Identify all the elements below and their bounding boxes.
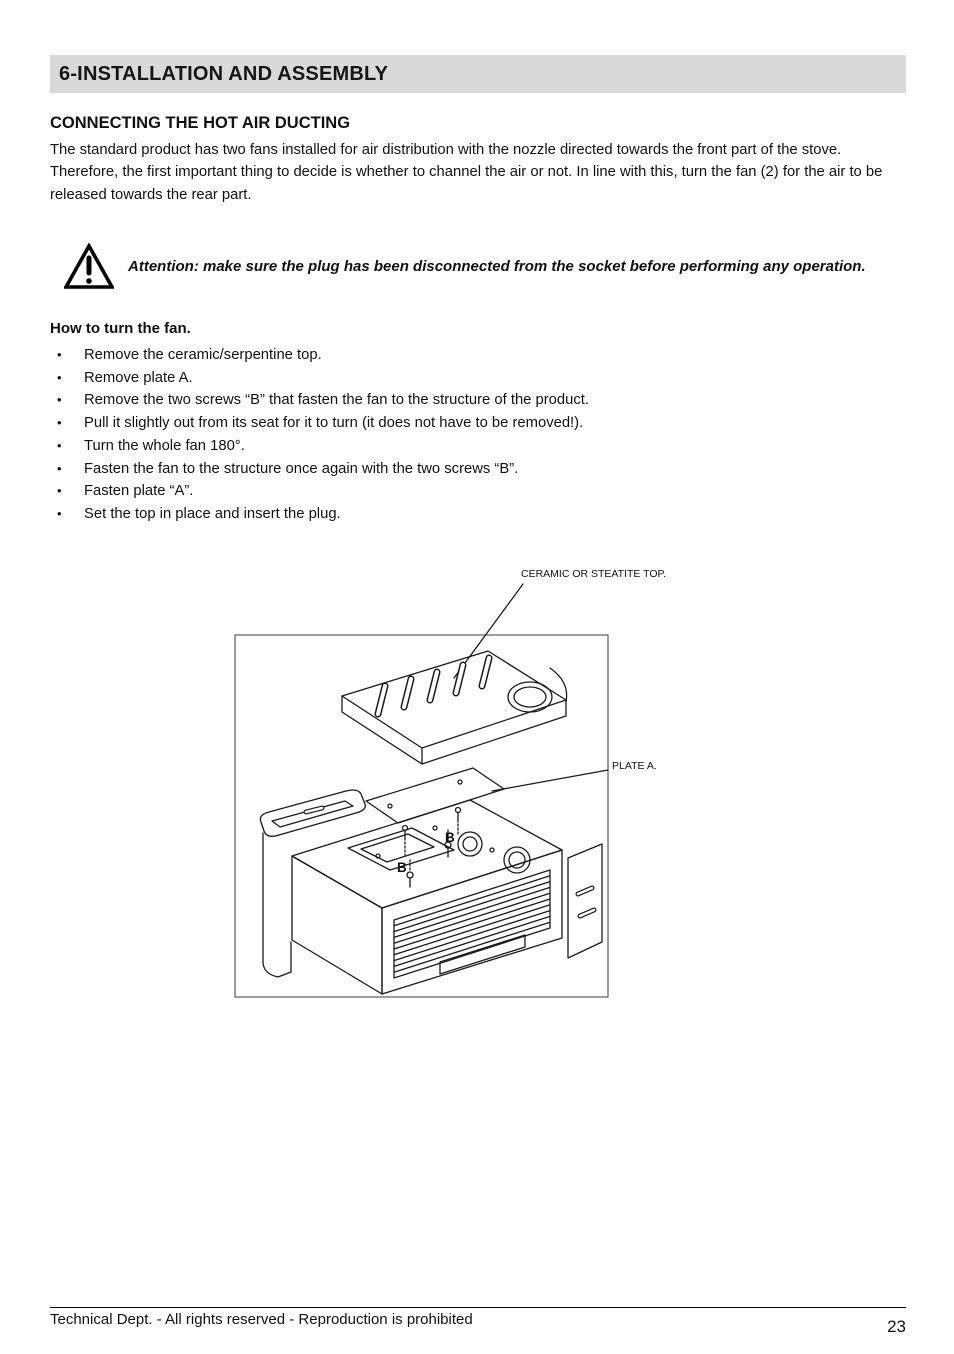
- section-header: 6-INSTALLATION AND ASSEMBLY: [50, 55, 906, 93]
- warning-text: Attention: make sure the plug has been d…: [128, 258, 866, 275]
- intro-paragraph-1: The standard product has two fans instal…: [50, 142, 842, 158]
- section-header-title: 6-INSTALLATION AND ASSEMBLY: [59, 62, 389, 85]
- step-item-1: Remove the ceramic/serpentine top.: [50, 344, 910, 367]
- footer-divider: [50, 1307, 906, 1308]
- stove-body: [259, 789, 603, 995]
- leader-line-ceramic-top: [453, 583, 524, 679]
- front-grille: [393, 875, 551, 973]
- figure-frame: [234, 634, 609, 998]
- plate-a: [365, 767, 505, 856]
- screw-b2: [406, 859, 414, 888]
- leader-line-plate-a: [491, 769, 609, 792]
- figure-label-screw-b2: B: [397, 860, 407, 875]
- step-item-4: Pull it slightly out from its seat for i…: [50, 412, 910, 435]
- howto-title: How to turn the fan.: [50, 320, 191, 337]
- step-item-5: Turn the whole fan 180°.: [50, 435, 910, 458]
- page-number: 23: [887, 1317, 906, 1336]
- right-side-panel: [567, 843, 603, 959]
- ceramic-top-cover: [341, 650, 568, 765]
- exploded-view-figure: CERAMIC OR STEATITE TOP. PLATE A. B B: [230, 560, 700, 1010]
- subsection-title: CONNECTING THE HOT AIR DUCTING: [50, 114, 351, 132]
- step-item-3: Remove the two screws “B” that fasten th…: [50, 389, 910, 412]
- figure-label-ceramic-top: CERAMIC OR STEATITE TOP.: [521, 568, 667, 580]
- step-item-8: Set the top in place and insert the plug…: [50, 503, 910, 526]
- screw-b1: [444, 829, 452, 858]
- stove-exploded-drawing: [234, 583, 609, 998]
- step-item-7: Fasten plate “A”.: [50, 480, 910, 503]
- figure-label-plate-a: PLATE A.: [612, 760, 657, 772]
- warning-note: Attention: make sure the plug has been d…: [62, 242, 874, 291]
- steps-list: Remove the ceramic/serpentine top. Remov…: [50, 344, 910, 526]
- fan-assembly: [347, 825, 531, 874]
- footer-text: Technical Dept. - All rights reserved - …: [50, 1311, 473, 1328]
- figure-label-screw-b1: B: [445, 830, 455, 845]
- warning-triangle-icon: [62, 242, 116, 291]
- intro-paragraph-2: Therefore, the first important thing to …: [50, 164, 883, 203]
- page-footer: Technical Dept. - All rights reserved - …: [50, 1311, 906, 1337]
- step-item-2: Remove plate A.: [50, 367, 910, 390]
- step-item-6: Fasten the fan to the structure once aga…: [50, 458, 910, 481]
